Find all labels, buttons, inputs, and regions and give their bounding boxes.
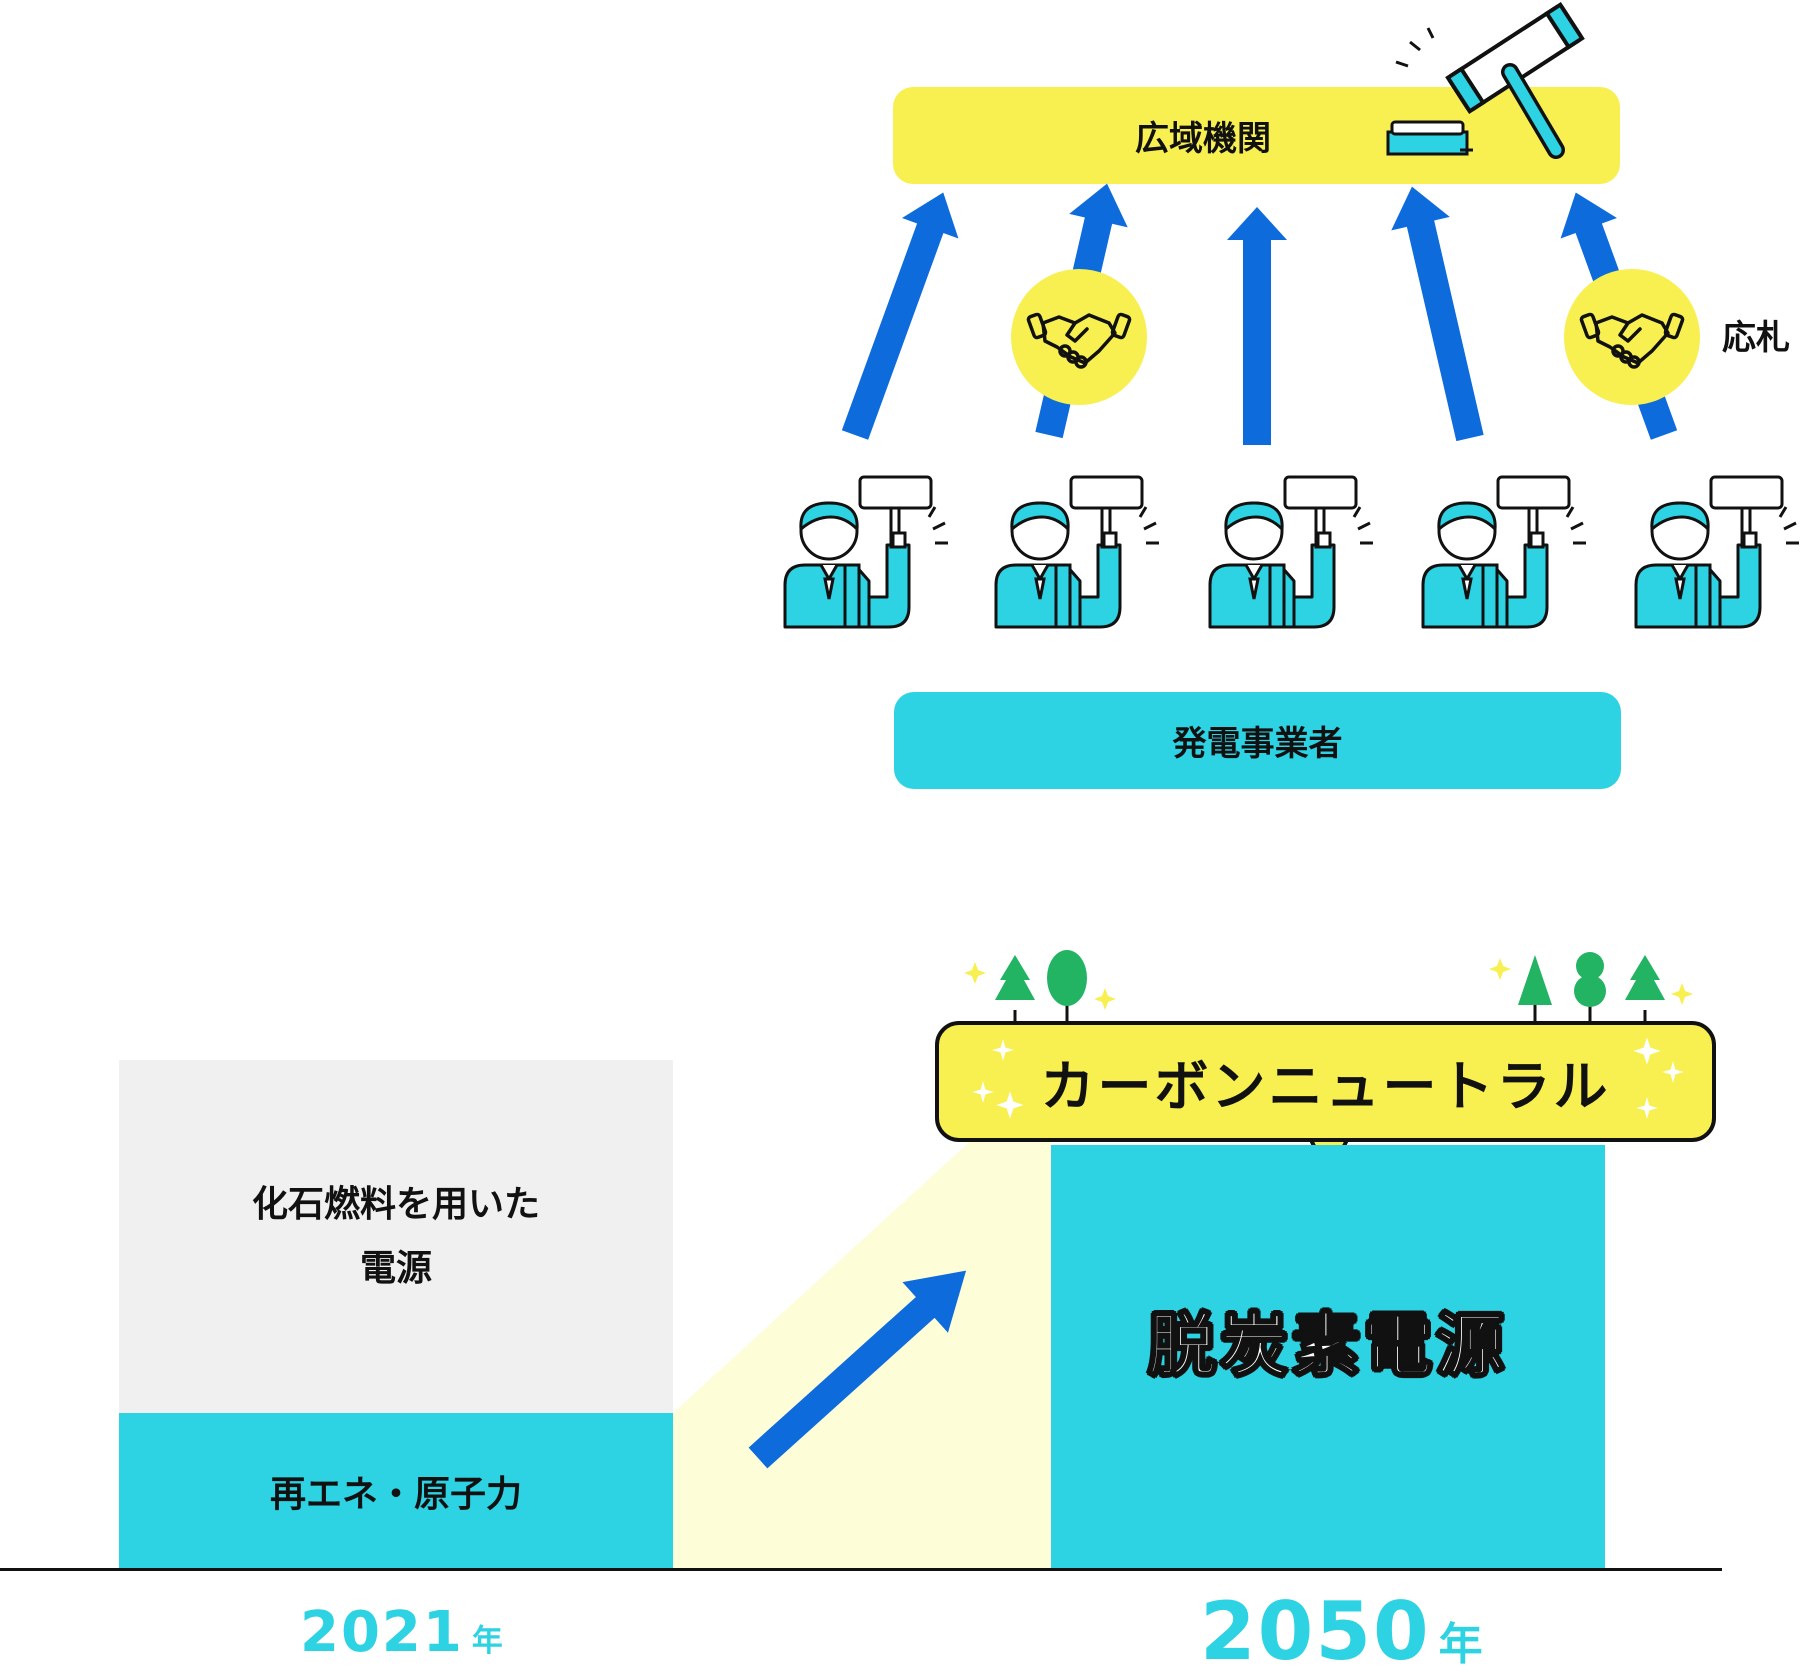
year-start-unit: 年	[471, 1623, 503, 1659]
sparkle-icon	[972, 1037, 1684, 1119]
arrow-icon	[841, 192, 959, 440]
gavel-icon	[1386, 1, 1585, 159]
decarbonized-power-label: 脱炭素電源	[1147, 1306, 1508, 1387]
fossil-power-block: 化石燃料を用いた 電源	[119, 1060, 673, 1413]
bubble-sparkles	[972, 1037, 1684, 1119]
tree-icon	[1625, 955, 1665, 1021]
generators-bar: 発電事業者	[894, 692, 1621, 789]
arrow-icon	[748, 1270, 967, 1469]
handshake-icon	[1564, 269, 1700, 405]
year-start-number: 2021	[300, 1600, 464, 1665]
bidder-person-icon	[1421, 475, 1588, 629]
organization-bar: 広域機関	[893, 87, 1620, 184]
year-end-unit: 年	[1438, 1619, 1483, 1670]
tree-icon	[1047, 950, 1087, 1021]
fossil-power-label-line1: 化石燃料を用いた	[251, 1183, 540, 1225]
carbon-neutral-bubble: カーボンニュートラル	[935, 1021, 1716, 1142]
organization-label: 広域機関	[1135, 119, 1271, 159]
bid-label: 応札	[1722, 318, 1790, 358]
bidder-person-icon	[1634, 475, 1801, 629]
bidder-person-icon	[1208, 475, 1375, 629]
bidder-person-icon	[994, 475, 1161, 629]
tree-icon	[995, 955, 1035, 1021]
tree-icon	[1518, 955, 1552, 1021]
fossil-power-label-line2: 電源	[359, 1247, 432, 1289]
sparkle-icon	[964, 958, 1693, 1010]
bid-arrows	[841, 183, 1678, 445]
baseline-axis	[0, 1568, 1722, 1571]
carbon-neutral-label: カーボンニュートラル	[1040, 1055, 1611, 1118]
bidder-person-icon	[783, 475, 950, 629]
handshake-icon	[1011, 269, 1147, 405]
generators-label: 発電事業者	[1172, 724, 1343, 764]
renewable-nuclear-label: 再エネ・原子力	[269, 1473, 522, 1515]
arrow-icon	[1227, 207, 1287, 445]
decarbonized-power-block	[1051, 1145, 1605, 1569]
arrow-icon	[1391, 186, 1484, 442]
year-end-number: 2050	[1200, 1585, 1431, 1678]
tree-icon	[1574, 952, 1606, 1021]
renewable-nuclear-block: 再エネ・原子力	[119, 1413, 673, 1568]
